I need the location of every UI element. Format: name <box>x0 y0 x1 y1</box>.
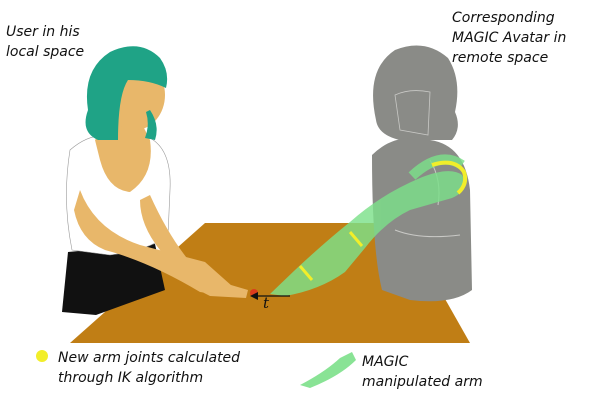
legend-magic-arm-label: MAGIC manipulated arm <box>362 352 483 392</box>
ik-joint-legend-dot <box>36 350 48 362</box>
legend-ik-joints-label: New arm joints calculated through IK alg… <box>58 348 240 388</box>
t-label: t <box>263 294 269 312</box>
user-local-space-label: User in his local space <box>6 22 84 62</box>
avatar-remote-space-label: Corresponding MAGIC Avatar in remote spa… <box>452 8 566 68</box>
magic-arm-legend-swatch <box>300 352 356 388</box>
